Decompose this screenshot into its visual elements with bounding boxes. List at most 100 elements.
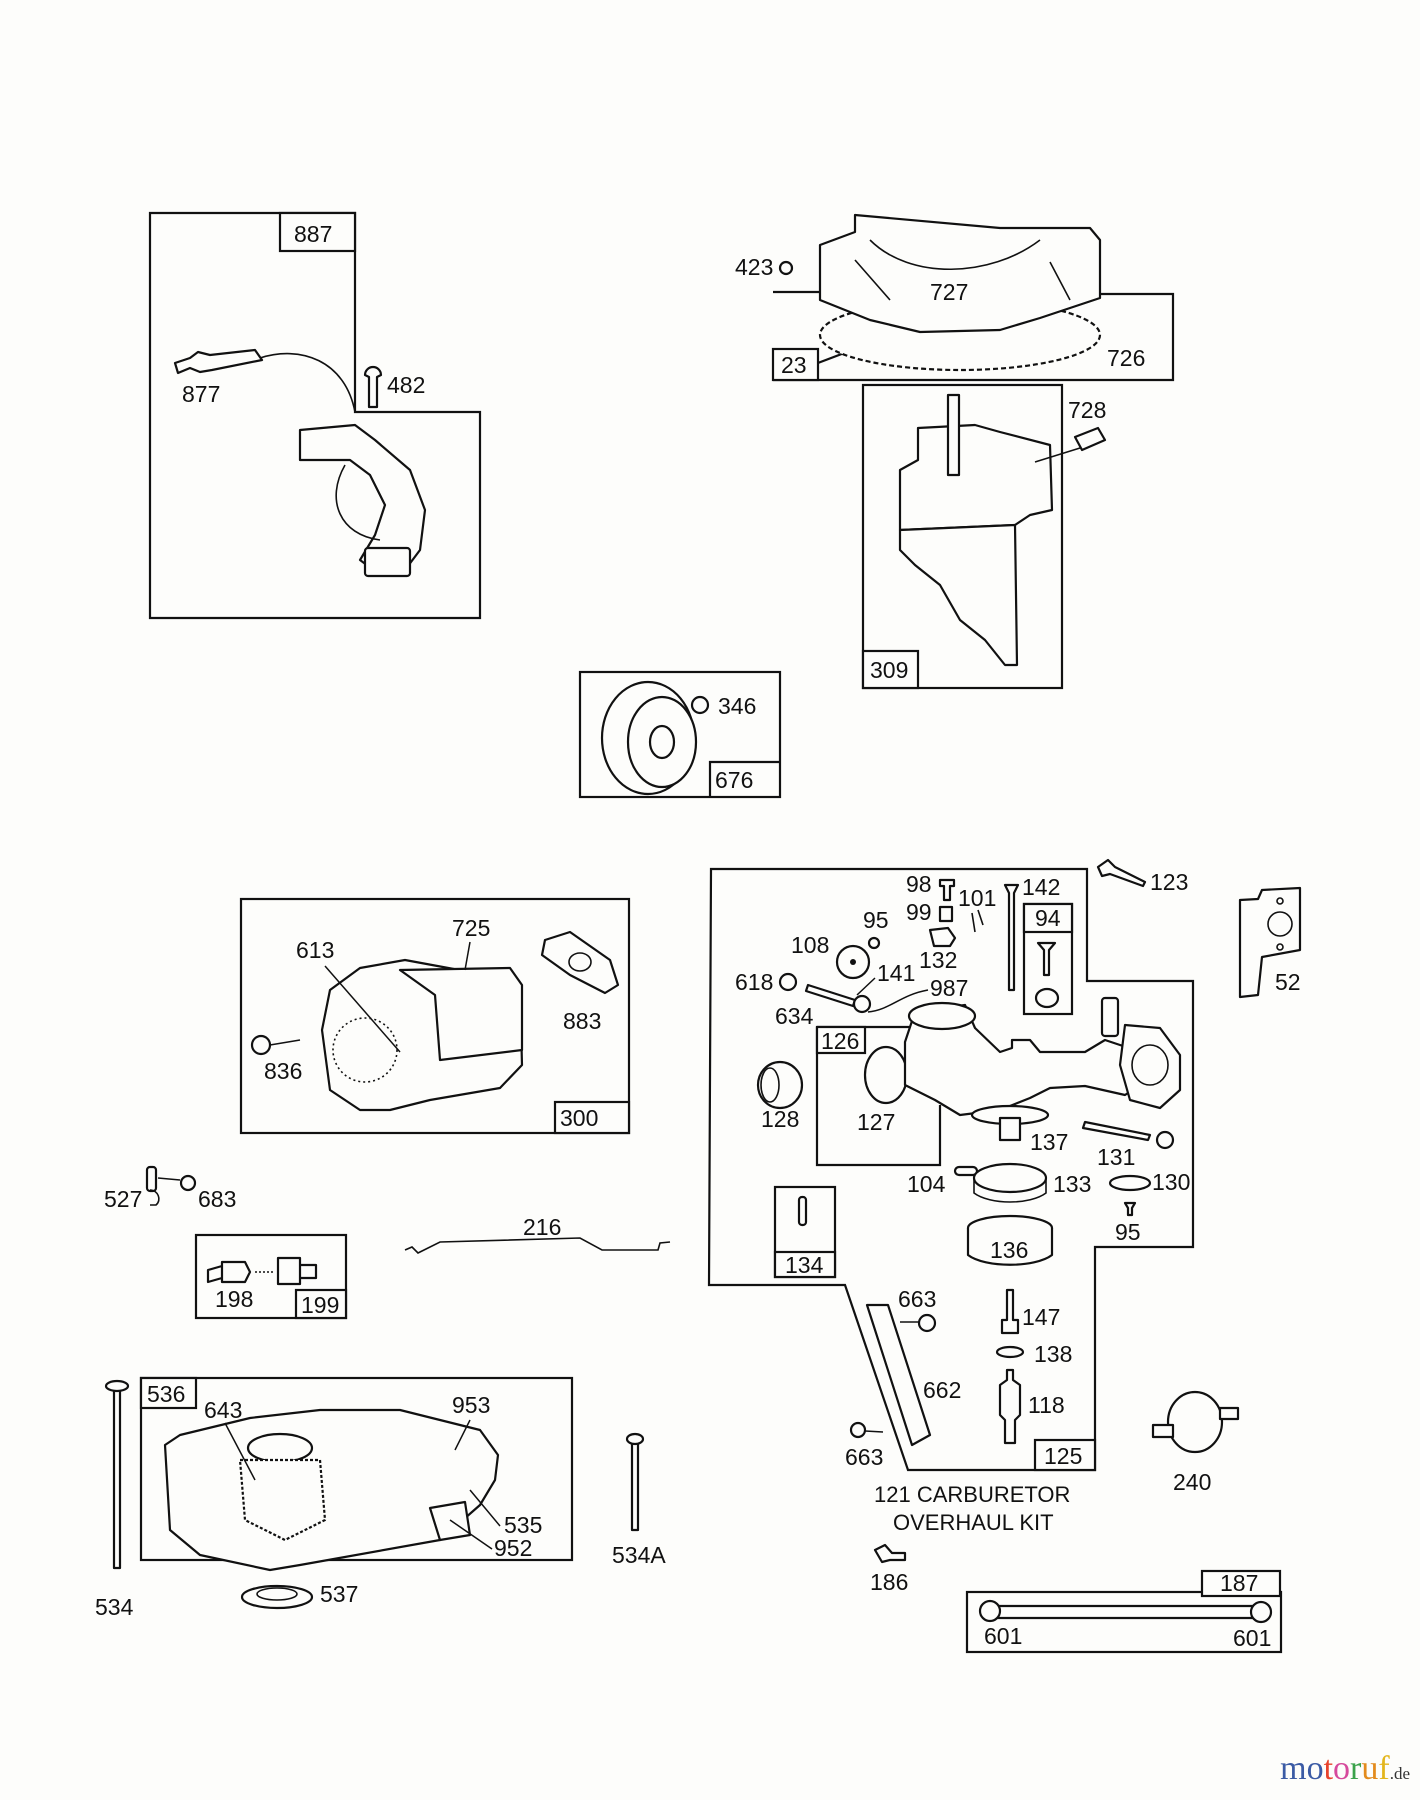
fuel-filter-outlet	[1218, 1406, 1240, 1421]
label-128[interactable]: 128	[761, 1106, 799, 1132]
label-663-bottom[interactable]: 663	[845, 1444, 883, 1470]
watermark-brand: motoruf	[1280, 1750, 1390, 1787]
label-240[interactable]: 240	[1173, 1469, 1211, 1495]
flywheel-fan	[818, 213, 1102, 334]
label-987[interactable]: 987	[930, 975, 968, 1001]
label-877[interactable]: 877	[182, 381, 220, 407]
label-537[interactable]: 537	[320, 1581, 358, 1607]
label-662[interactable]: 662	[923, 1377, 961, 1403]
fuel-tank-filler	[246, 1432, 314, 1464]
tag-309[interactable]: 309	[870, 657, 908, 683]
label-952[interactable]: 952	[494, 1535, 532, 1561]
label-98[interactable]: 98	[906, 871, 932, 897]
label-130[interactable]: 130	[1152, 1169, 1190, 1195]
fuel-filter-group: 240	[1151, 1390, 1240, 1495]
leader-141	[856, 977, 876, 996]
tag-300[interactable]: 300	[560, 1105, 598, 1131]
label-726[interactable]: 726	[1107, 345, 1145, 371]
fuel-tank-group: 536 643 953 535 952 534 534A 537	[95, 1376, 666, 1620]
label-123[interactable]: 123	[1150, 869, 1188, 895]
tag-126[interactable]: 126	[821, 1028, 859, 1054]
gasket-52-hole-bottom	[1276, 943, 1284, 951]
label-346[interactable]: 346	[718, 693, 756, 719]
link-683-wire	[157, 1177, 181, 1181]
tag-94[interactable]: 94	[1035, 905, 1061, 931]
label-725[interactable]: 725	[452, 915, 490, 941]
label-634[interactable]: 634	[775, 1003, 814, 1029]
watermark-letter: u	[1361, 1750, 1379, 1787]
label-131[interactable]: 131	[1097, 1144, 1135, 1170]
label-953[interactable]: 953	[452, 1392, 490, 1418]
label-118[interactable]: 118	[1028, 1392, 1065, 1418]
label-95-top[interactable]: 95	[863, 907, 889, 933]
label-728[interactable]: 728	[1068, 397, 1106, 423]
clamp-186-group: 186	[870, 1543, 908, 1595]
nut-683	[179, 1174, 197, 1192]
label-136[interactable]: 136	[990, 1237, 1028, 1263]
label-137[interactable]: 137	[1030, 1129, 1068, 1155]
label-198[interactable]: 198	[215, 1286, 253, 1312]
tag-125[interactable]: 125	[1044, 1443, 1082, 1469]
starter-shaft	[946, 393, 961, 477]
label-95-bottom[interactable]: 95	[1115, 1219, 1141, 1245]
tag-187[interactable]: 187	[1220, 1570, 1258, 1596]
pin-101	[971, 909, 984, 933]
label-216[interactable]: 216	[523, 1214, 561, 1240]
label-643[interactable]: 643	[204, 1397, 242, 1423]
label-663-top[interactable]: 663	[898, 1286, 936, 1312]
label-618[interactable]: 618	[735, 969, 773, 995]
screw-423	[778, 260, 794, 276]
label-133[interactable]: 133	[1053, 1171, 1091, 1197]
fuel-line-box	[965, 1590, 1283, 1654]
label-101[interactable]: 101	[958, 885, 996, 911]
sub-box-134-tag	[773, 1250, 837, 1279]
label-601-left[interactable]: 601	[984, 1623, 1022, 1649]
label-727[interactable]: 727	[930, 279, 968, 305]
pulley-group: 676 346	[578, 670, 782, 799]
label-534A[interactable]: 534A	[612, 1542, 666, 1568]
label-138[interactable]: 138	[1034, 1341, 1072, 1367]
tag-887[interactable]: 887	[294, 221, 332, 247]
label-836[interactable]: 836	[264, 1058, 302, 1084]
tag-676[interactable]: 676	[715, 767, 753, 793]
pin-104	[953, 1165, 979, 1177]
sub-box-126-tag	[815, 1025, 867, 1055]
label-142[interactable]: 142	[1022, 874, 1060, 900]
watermark-letter: o	[1306, 1750, 1324, 1787]
label-613[interactable]: 613	[296, 937, 334, 963]
gasket-52-group: 52	[1238, 886, 1302, 999]
label-186[interactable]: 186	[870, 1569, 908, 1595]
label-423[interactable]: 423	[735, 254, 773, 280]
cap-537-inner	[256, 1587, 298, 1601]
fuel-filter-inlet	[1151, 1423, 1175, 1439]
label-127[interactable]: 127	[857, 1109, 895, 1135]
label-482[interactable]: 482	[387, 372, 425, 398]
tag-134[interactable]: 134	[785, 1252, 824, 1278]
tag-23[interactable]: 23	[781, 352, 807, 378]
muffler-group: 300 613 725 883 836	[239, 897, 631, 1135]
label-527[interactable]: 527	[104, 1186, 142, 1212]
label-141[interactable]: 141	[877, 960, 915, 986]
screw-663-top	[917, 1313, 937, 1333]
watermark-letter: m	[1280, 1750, 1307, 1787]
label-883[interactable]: 883	[563, 1008, 601, 1034]
tag-199[interactable]: 199	[301, 1292, 339, 1318]
armature-loop	[335, 464, 381, 541]
label-535[interactable]: 535	[504, 1512, 542, 1538]
label-52[interactable]: 52	[1275, 969, 1301, 995]
label-147[interactable]: 147	[1022, 1304, 1060, 1330]
leader-643	[224, 1422, 256, 1481]
label-534[interactable]: 534	[95, 1594, 134, 1620]
label-99[interactable]: 99	[906, 899, 932, 925]
label-683[interactable]: 683	[198, 1186, 236, 1212]
screw-95-top	[867, 936, 881, 950]
bracket-662	[865, 1303, 932, 1447]
label-132[interactable]: 132	[919, 947, 957, 973]
label-104[interactable]: 104	[907, 1171, 946, 1197]
label-601-right[interactable]: 601	[1233, 1625, 1271, 1651]
link-527	[145, 1165, 158, 1193]
tag-536[interactable]: 536	[147, 1381, 185, 1407]
sub-box-94-tag	[1022, 902, 1074, 934]
label-108[interactable]: 108	[791, 932, 829, 958]
ignition-wire	[259, 352, 356, 413]
